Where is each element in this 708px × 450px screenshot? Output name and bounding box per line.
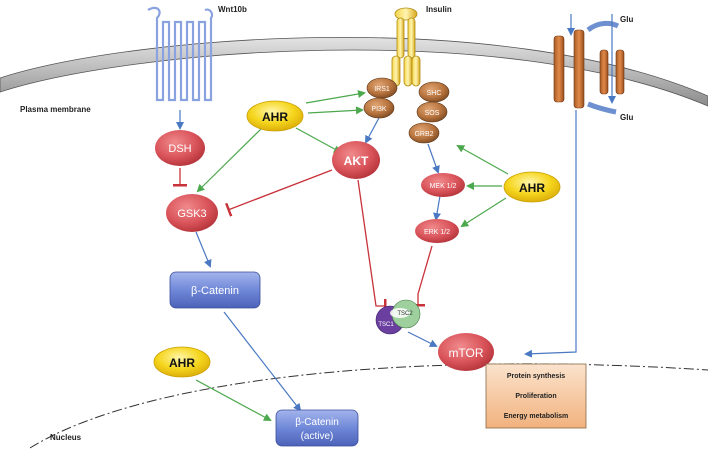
mtor-node — [438, 333, 494, 371]
edge-ahr-catenin-active — [195, 379, 272, 421]
gsk3-node — [166, 194, 218, 232]
edge-akt-tsc — [357, 179, 387, 313]
wnt-receptor — [147, 6, 214, 102]
tsc1-label: TSC1 — [378, 322, 394, 328]
erk-label: ERK 1/2 — [424, 229, 450, 236]
beta-catenin-label: β-Catenin — [191, 285, 239, 297]
grb2-node — [408, 122, 440, 144]
tsc-complex — [375, 299, 421, 335]
beta-catenin-active-label-2: (active) — [301, 431, 334, 442]
edge-erk-tsc — [411, 245, 433, 307]
beta-catenin-active-label-1: β-Catenin — [295, 417, 339, 428]
grb2-label: GRB2 — [414, 131, 433, 138]
insulin-receptor — [391, 7, 421, 87]
pi3k-node — [363, 97, 395, 119]
mtor-label: mTOR — [448, 346, 483, 360]
edge-pi3k-akt — [365, 115, 381, 144]
akt-node — [332, 141, 380, 179]
ahr-label-bottom: AHR — [169, 356, 195, 370]
outcome-proliferation: Proliferation — [515, 393, 556, 400]
ahr-label-right: AHR — [519, 181, 545, 195]
shc-label: SHC — [427, 90, 442, 97]
beta-catenin-box — [169, 271, 261, 309]
nucleus-label: Nucleus — [50, 433, 82, 442]
edge-ahr-irs1 — [305, 90, 366, 104]
edge-ahr-pi3k — [307, 106, 364, 115]
edge-catenin-active — [223, 311, 302, 412]
dsh-label: DSH — [168, 143, 191, 155]
pi3k-label: PI3K — [371, 106, 387, 113]
dsh-node — [155, 130, 205, 166]
irs1-label: IRS1 — [374, 86, 390, 93]
edge-ahr-gsk3 — [196, 127, 263, 193]
glu-transporter — [553, 20, 625, 115]
outcome-energy-metabolism: Energy metabolism — [504, 413, 569, 420]
ahr-node-top — [246, 100, 304, 132]
edge-tsc-mtor — [407, 331, 438, 347]
mek-node — [421, 173, 465, 197]
edge-akt-gsk3 — [225, 169, 333, 217]
akt-label: AKT — [344, 154, 369, 168]
gsk3-label: GSK3 — [177, 208, 206, 220]
beta-catenin-active-box — [275, 409, 359, 447]
sos-label: SOS — [425, 110, 440, 117]
ahr-node-bottom — [153, 346, 211, 378]
glu-out-label: Glu — [620, 113, 633, 122]
edge-grb2-mek — [427, 143, 440, 174]
edge-gsk3-catenin — [195, 231, 212, 268]
sos-node — [416, 101, 448, 123]
outcome-protein-synthesis: Protein synthesis — [507, 373, 565, 380]
mek-label: MEK 1/2 — [430, 183, 457, 190]
plasma-membrane-label: Plasma membrane — [20, 105, 91, 114]
edge-ahr-erk — [460, 197, 507, 228]
glu-in-label: Glu — [620, 15, 633, 24]
nuclear-envelope — [29, 363, 708, 449]
tsc2-label: TSC2 — [397, 311, 413, 317]
edge-glu-mtor — [524, 110, 577, 358]
ahr-node-right — [503, 171, 561, 203]
outcomes-box — [485, 363, 587, 429]
erk-node — [415, 219, 459, 243]
ahr-label-top: AHR — [262, 110, 288, 124]
insulin-label: Insulin — [426, 5, 452, 14]
edge-ahr-grb2 — [456, 145, 509, 175]
edge-ahr-akt — [295, 127, 342, 153]
edge-mek-erk — [433, 195, 441, 221]
wnt10b-label: Wnt10b — [218, 5, 247, 14]
